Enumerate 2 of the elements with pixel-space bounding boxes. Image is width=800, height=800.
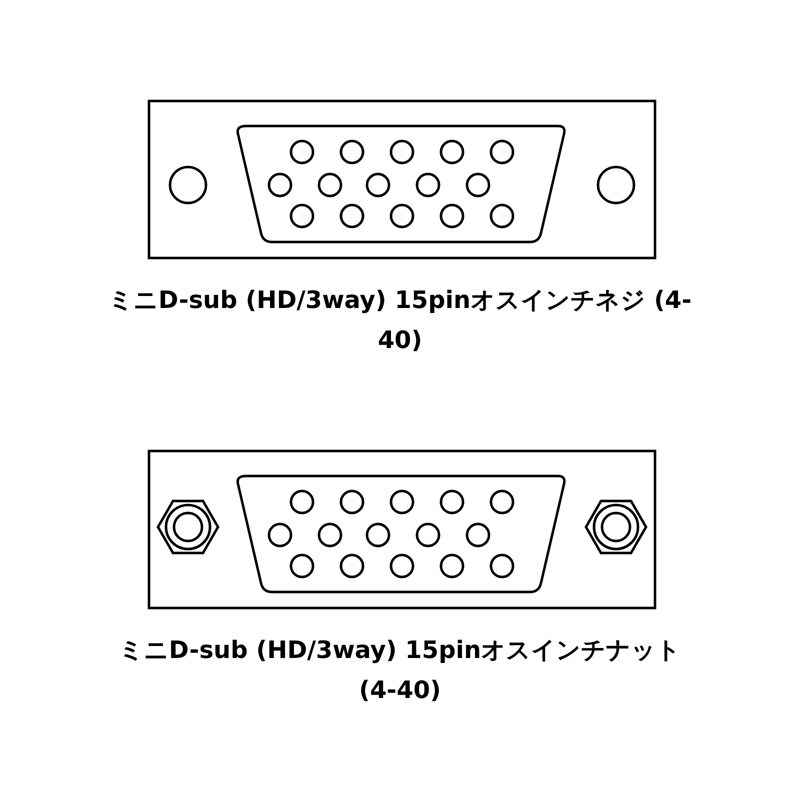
connector-caption: ミニD-sub (HD/3way) 15pinオスインチナット (4-40)	[118, 635, 682, 706]
connector-caption: ミニD-sub (HD/3way) 15pinオスインチネジ (4-40)	[107, 285, 693, 356]
